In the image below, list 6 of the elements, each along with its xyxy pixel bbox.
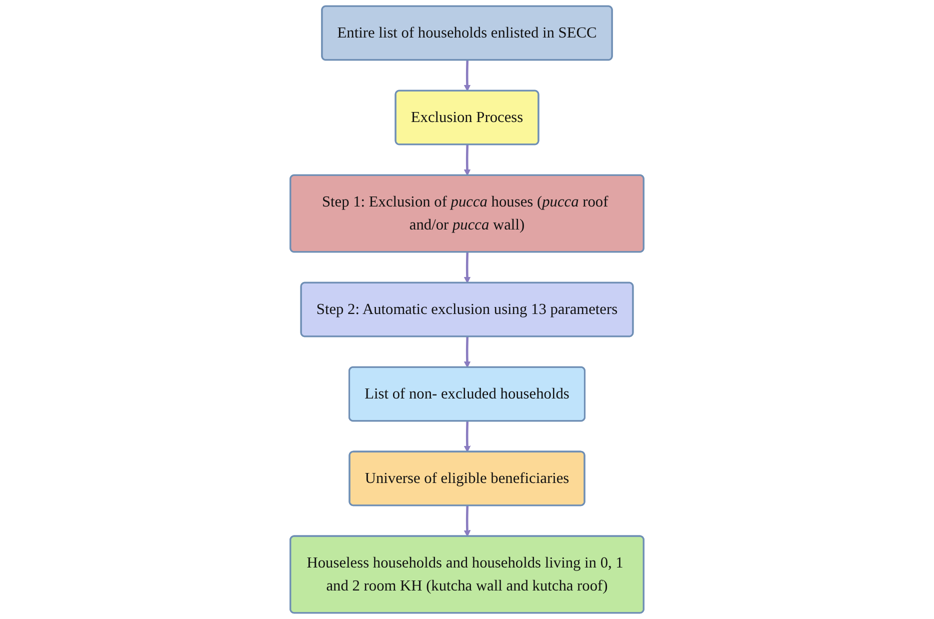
arrow: [464, 336, 471, 368]
arrow: [464, 60, 471, 92]
arrow: [464, 506, 471, 537]
arrow: [464, 421, 471, 452]
arrow: [464, 252, 471, 284]
arrow: [464, 144, 471, 176]
